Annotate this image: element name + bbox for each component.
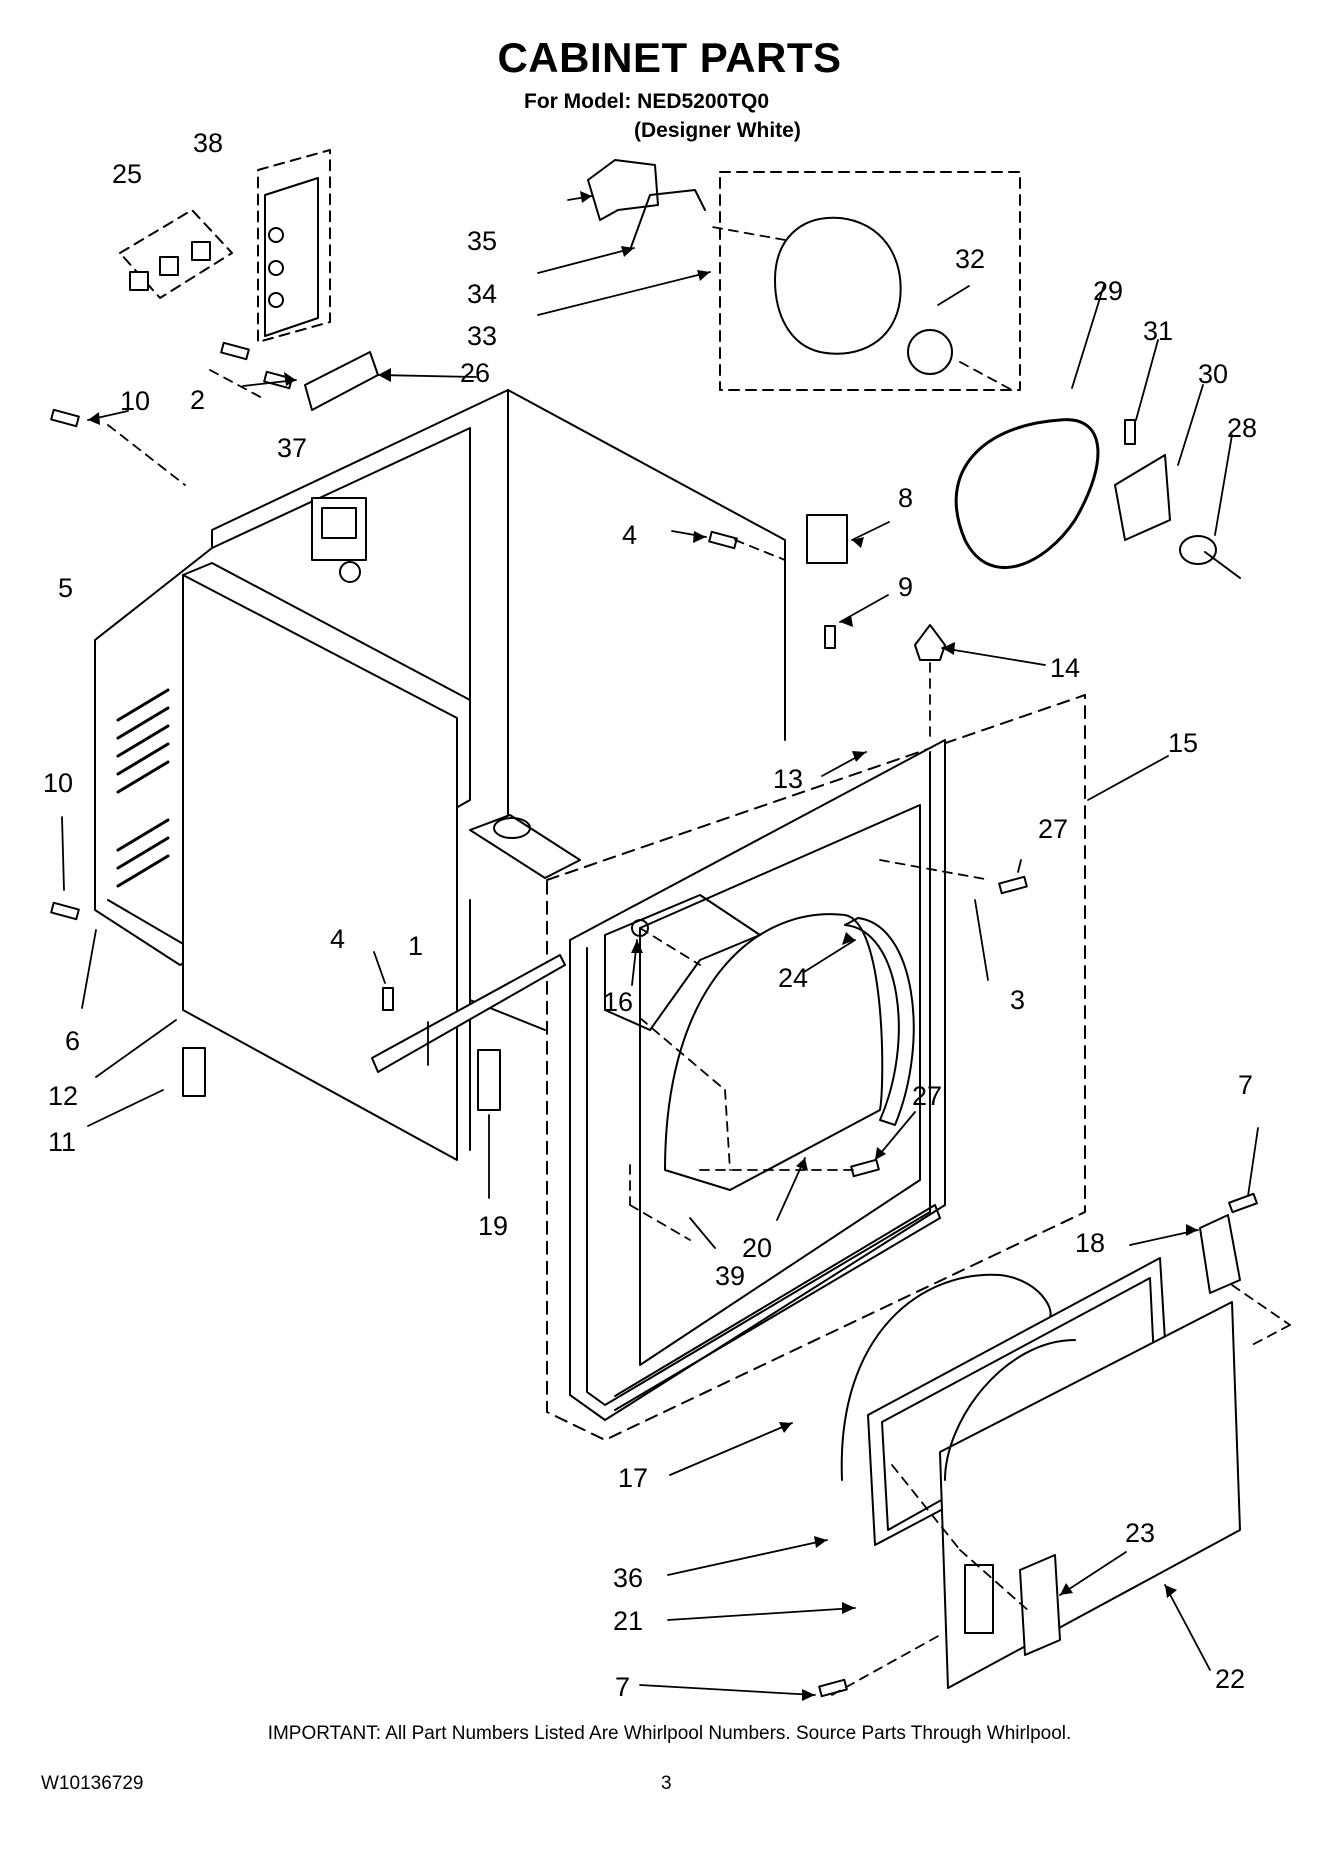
callout-11: 11 (48, 1127, 76, 1157)
callout-4-top: 4 (622, 520, 637, 550)
callout-15: 15 (1168, 728, 1198, 758)
callout-32: 32 (955, 244, 985, 274)
callout-39: 39 (715, 1261, 745, 1291)
callout-27-top: 27 (1038, 814, 1068, 844)
callout-10-left: 10 (43, 768, 73, 798)
callout-3: 3 (1010, 985, 1025, 1015)
callout-30: 30 (1198, 359, 1228, 389)
model-variant: (Designer White) (634, 119, 801, 142)
document-number: W10136729 (41, 1773, 144, 1794)
callout-12: 12 (48, 1081, 78, 1111)
callout-20: 20 (742, 1233, 772, 1263)
callout-4-left: 4 (330, 924, 345, 954)
callout-33: 33 (467, 321, 497, 351)
callout-5: 5 (58, 573, 73, 603)
door-outer-panel (939, 1301, 1241, 1689)
callout-29: 29 (1093, 276, 1123, 306)
callout-7-top: 7 (1238, 1070, 1253, 1100)
callout-31: 31 (1143, 316, 1173, 346)
callout-14: 14 (1050, 653, 1080, 683)
callout-37: 37 (277, 433, 307, 463)
door-inner-ring (840, 1273, 1052, 1481)
door-hinge (1199, 1214, 1241, 1294)
motor-group-box (719, 171, 1021, 391)
harness-group-box (257, 149, 331, 343)
motor-bracket (587, 159, 659, 221)
callout-27-mid: 27 (912, 1081, 942, 1111)
page-title: CABINET PARTS (497, 34, 842, 81)
left-side-panel (182, 574, 458, 1161)
callout-23: 23 (1125, 1518, 1155, 1548)
important-note: IMPORTANT: All Part Numbers Listed Are W… (267, 1723, 1072, 1744)
toe-panel (371, 954, 566, 1073)
front-panel-group-box (546, 694, 1086, 1441)
callout-35: 35 (467, 226, 497, 256)
callout-16: 16 (603, 987, 633, 1017)
callout-9: 9 (898, 572, 913, 602)
callout-26: 26 (460, 358, 490, 388)
callout-18: 18 (1075, 1228, 1105, 1258)
motor-clamp (629, 189, 706, 251)
callout-1: 1 (408, 931, 423, 961)
callout-24: 24 (778, 963, 808, 993)
door-handle (1019, 1554, 1061, 1656)
model-number: For Model: NED5200TQ0 (524, 90, 770, 113)
callout-7-bottom: 7 (615, 1672, 630, 1702)
callout-21: 21 (613, 1606, 643, 1636)
door-seal (844, 917, 915, 1126)
callout-36: 36 (613, 1563, 643, 1593)
callout-28: 28 (1227, 413, 1257, 443)
motor-pulley (907, 329, 953, 375)
callout-10-top: 10 (120, 386, 150, 416)
callout-17: 17 (618, 1463, 648, 1493)
callout-22: 22 (1215, 1664, 1245, 1694)
front-panel (569, 739, 946, 1421)
callout-13: 13 (773, 764, 803, 794)
motor (774, 216, 902, 355)
drive-belt (954, 418, 1100, 569)
callout-25: 25 (112, 159, 142, 189)
page-number: 3 (661, 1773, 672, 1794)
callout-34: 34 (467, 279, 497, 309)
callout-19: 19 (478, 1211, 508, 1241)
callout-6: 6 (65, 1026, 80, 1056)
callout-38: 38 (193, 128, 223, 158)
callout-2: 2 (190, 385, 205, 415)
callout-8: 8 (898, 483, 913, 513)
